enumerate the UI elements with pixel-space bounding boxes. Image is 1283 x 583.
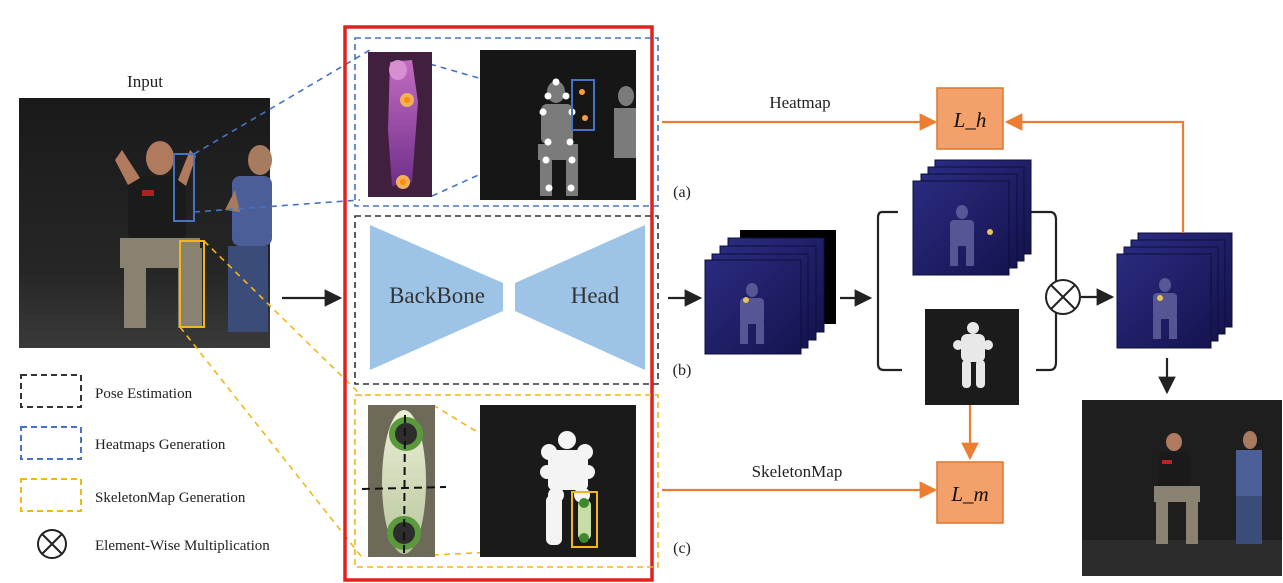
legend-swatch-heatmaps-generation xyxy=(20,426,82,460)
network-highlight-box xyxy=(343,25,654,582)
result-pose-image xyxy=(1082,400,1282,576)
head-trapezoid xyxy=(515,225,645,370)
element-wise-multiplication-operator xyxy=(1045,279,1081,315)
legend: Pose Estimation Heatmaps Generation Skel… xyxy=(20,374,270,559)
skeleton-loss-box xyxy=(936,461,1004,524)
skeletonmap-arrow-label: SkeletonMap xyxy=(752,462,843,481)
merge-bracket-bottom xyxy=(1036,312,1058,372)
branch-label-b: (b) xyxy=(673,362,692,379)
skeleton-map-image xyxy=(480,405,636,557)
legend-swatch-skeletonmap-generation xyxy=(20,478,82,512)
arm-heatmap-crop xyxy=(368,52,432,197)
heatmap-loss-box xyxy=(936,87,1004,150)
skeletonmap-generation-box xyxy=(354,394,659,568)
input-label: Input xyxy=(127,72,163,91)
pose-heatmap-image xyxy=(480,50,636,200)
pose-estimation-box xyxy=(354,215,659,385)
limb-skeleton-crop xyxy=(361,405,447,557)
merge-bracket-top xyxy=(1030,210,1058,282)
legend-label-element-wise-multiplication: Element-Wise Multiplication xyxy=(95,538,270,554)
output-heatmap-stack xyxy=(1116,232,1233,349)
predicted-heatmap-stack xyxy=(704,230,836,355)
heatmap-arrow-label: Heatmap xyxy=(769,93,830,112)
output-to-heatmap-loss-arrow xyxy=(1004,113,1185,233)
backbone-label: BackBone xyxy=(389,283,485,308)
heatmap-branch-stack xyxy=(912,159,1032,276)
heatmap-loss-label: L_h xyxy=(953,108,987,132)
backbone-trapezoid xyxy=(370,225,503,370)
branch-label-c: (c) xyxy=(673,540,691,557)
split-bracket xyxy=(876,210,902,372)
input-image xyxy=(19,98,272,348)
skeleton-loss-label: L_m xyxy=(950,482,988,506)
skeleton-branch-map xyxy=(925,309,1019,405)
legend-label-skeletonmap-generation: SkeletonMap Generation xyxy=(95,490,246,506)
legend-swatch-pose-estimation xyxy=(20,374,82,408)
legend-label-heatmaps-generation: Heatmaps Generation xyxy=(95,437,226,453)
legend-otimes-icon xyxy=(37,529,67,559)
branch-label-a: (a) xyxy=(673,184,691,201)
head-label: Head xyxy=(571,283,620,308)
heatmaps-generation-box xyxy=(354,37,659,207)
legend-label-pose-estimation: Pose Estimation xyxy=(95,386,193,402)
